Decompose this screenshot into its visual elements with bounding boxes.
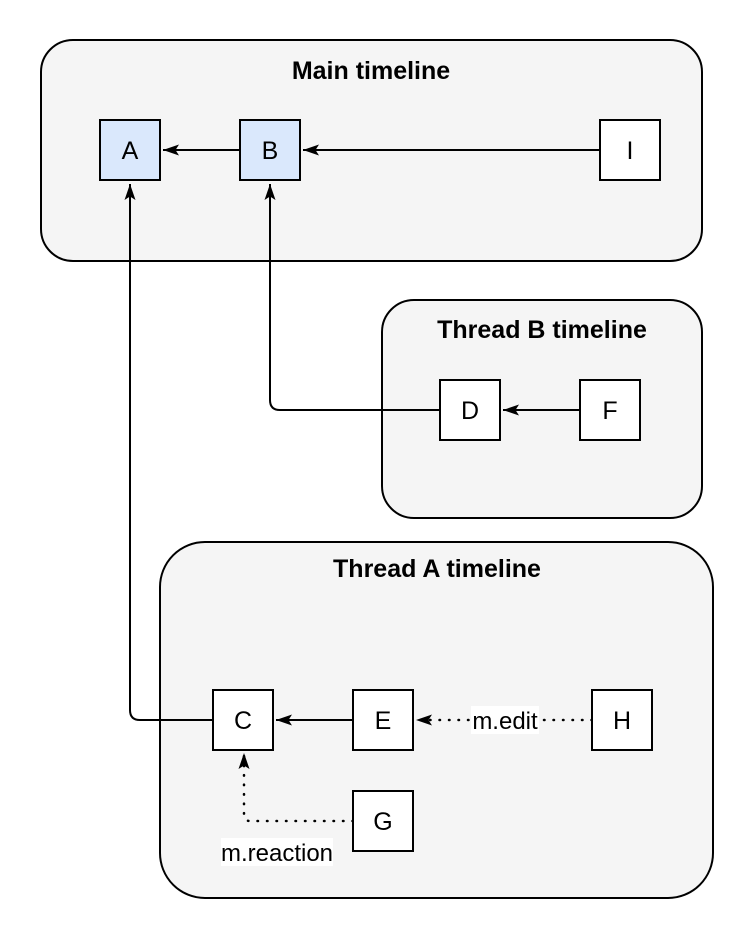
node-a-box bbox=[99, 119, 161, 181]
node-f: F bbox=[579, 379, 641, 441]
node-e-label: E bbox=[375, 707, 392, 735]
edge-label-m-edit-chip bbox=[471, 706, 539, 734]
node-g-label: G bbox=[373, 808, 392, 836]
edge-label-m-reaction: m.reaction bbox=[221, 838, 333, 867]
node-b-label: B bbox=[262, 137, 279, 165]
edge-label-m-edit: m.edit bbox=[471, 706, 539, 735]
node-h-label: H bbox=[613, 707, 631, 735]
node-g: G bbox=[352, 790, 414, 852]
edge-label-m-reaction-chip bbox=[221, 838, 333, 866]
node-a: A bbox=[99, 119, 161, 181]
edge-label-m-reaction-text: m.reaction bbox=[221, 840, 333, 867]
node-h: H bbox=[591, 689, 653, 751]
node-i: I bbox=[599, 119, 661, 181]
node-c: C bbox=[212, 689, 274, 751]
container-main-timeline-title: Main timeline bbox=[292, 57, 450, 85]
container-thread-a-timeline-title: Thread A timeline bbox=[333, 555, 541, 583]
node-d-label: D bbox=[461, 397, 479, 425]
node-b-box bbox=[239, 119, 301, 181]
node-d: D bbox=[439, 379, 501, 441]
node-f-box bbox=[579, 379, 641, 441]
node-c-box bbox=[212, 689, 274, 751]
node-i-box bbox=[599, 119, 661, 181]
node-e: E bbox=[352, 689, 414, 751]
node-h-box bbox=[591, 689, 653, 751]
node-a-label: A bbox=[122, 137, 139, 165]
node-g-box bbox=[352, 790, 414, 852]
node-b: B bbox=[239, 119, 301, 181]
container-thread-b-timeline-title: Thread B timeline bbox=[437, 316, 647, 344]
node-d-box bbox=[439, 379, 501, 441]
node-f-label: F bbox=[602, 397, 617, 425]
edge-d-to-b bbox=[264, 184, 440, 411]
node-e-box bbox=[352, 689, 414, 751]
node-c-label: C bbox=[234, 707, 252, 735]
edge-c-to-a bbox=[124, 184, 213, 721]
node-i-label: I bbox=[627, 137, 634, 165]
edge-label-m-edit-text: m.edit bbox=[472, 708, 538, 735]
